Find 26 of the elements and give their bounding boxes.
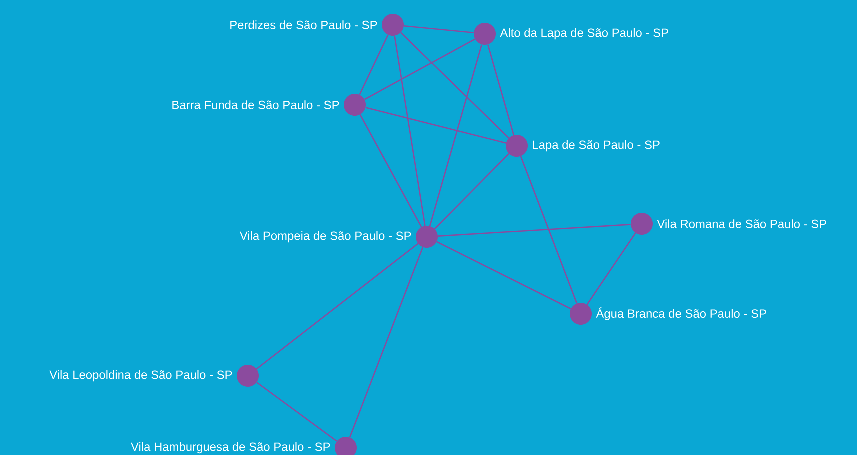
- node-label: Alto da Lapa de São Paulo - SP: [500, 28, 668, 40]
- connector-line: [364, 38, 476, 100]
- connector-line: [349, 247, 424, 438]
- node-label: Barra Funda de São Paulo - SP: [172, 100, 340, 110]
- connector-line: [360, 114, 422, 228]
- node-label: Vila Romana de São Paulo - SP: [657, 220, 826, 228]
- connector-line: [404, 25, 474, 34]
- connector-line: [366, 107, 506, 144]
- node-label: Lapa de São Paulo - SP: [533, 140, 660, 152]
- connector-line: [394, 36, 426, 226]
- node-label: Perdizes de São Paulo - SP: [230, 20, 378, 30]
- connector-line: [400, 32, 510, 139]
- connector-line: [359, 34, 389, 96]
- node-label: Vila Leopoldina de São Paulo - SP: [50, 370, 232, 382]
- connector-line: [487, 44, 515, 136]
- connector-line: [434, 154, 510, 230]
- connector-line: [436, 241, 572, 310]
- connector-line: [256, 243, 419, 370]
- connector-line: [438, 224, 631, 237]
- connector-line: [586, 232, 636, 306]
- node-label: Água Branca de São Paulo - SP: [596, 308, 766, 320]
- connector-line: [429, 44, 483, 226]
- node-label: Vila Pompeia de São Paulo - SP: [240, 231, 412, 243]
- node-label: Vila Hamburguesa de São Paulo - SP: [131, 442, 330, 454]
- connector-line: [256, 382, 338, 442]
- connector-line: [520, 156, 578, 304]
